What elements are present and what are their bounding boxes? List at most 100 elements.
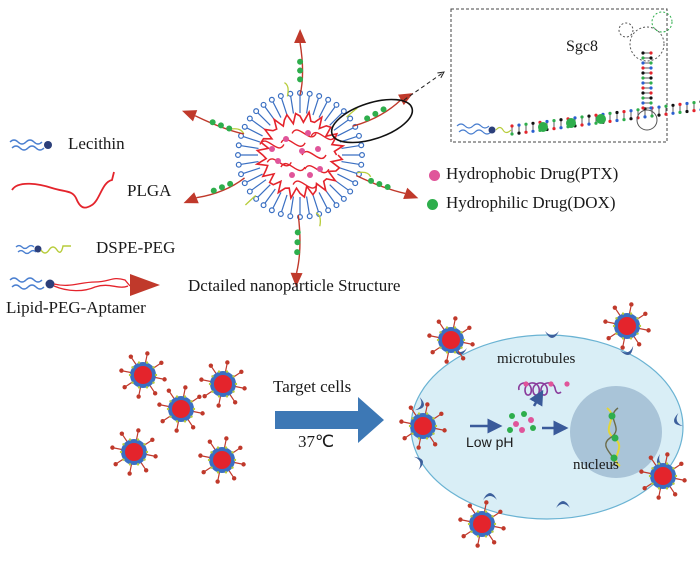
peg-dot [672,467,675,470]
peg-dot [434,424,438,428]
plga-strand [292,180,318,189]
ptx-drug [305,130,311,136]
lipid-head [340,108,347,115]
large-nanoparticle [182,29,419,287]
lipid-head [235,161,242,168]
target-cell [410,334,684,520]
nucleotide [641,91,645,95]
aptamer-head [501,526,506,531]
peg-dot [638,324,642,328]
peg-dot [615,317,618,320]
aptamer-head [119,368,124,373]
nucleotide [580,123,584,127]
peg-dot [657,462,661,465]
peg-dot [231,466,234,469]
dox-drug [297,58,304,65]
dspe-peg-icon [15,244,71,255]
arrow-label-temperature: 37℃ [298,432,335,451]
lipid-head [325,207,332,214]
peg-dot [175,395,179,398]
highlight-ellipse [330,98,414,144]
lipid-tail [312,194,320,215]
nucleotide [649,96,653,100]
peg-dot [169,400,172,403]
aptamer-head [119,431,125,436]
ptx-drug [307,172,313,178]
peg-dot [166,407,170,411]
peg-dot [484,510,488,513]
peg-dot [216,446,220,449]
peg-dot [122,458,125,461]
peg-dot [145,361,149,364]
lecithin-icon [9,139,52,151]
dox-drug [227,180,234,187]
plga-core [125,443,143,461]
receptor [545,331,559,338]
lipid-head [340,195,347,202]
nucleotide [649,61,653,65]
nucleotide [636,108,640,112]
peg-dot [208,382,212,386]
aptamer-head [241,462,246,467]
aptamer-head [143,468,149,473]
lipid-tail [312,95,320,116]
lipid-tail [280,194,288,215]
lipid-tail [271,192,282,211]
zoom-connector-arrow [403,72,444,101]
plga-strand [280,138,306,147]
aptamer-head [127,471,132,476]
peg-dot [453,351,457,354]
nucleotide [641,56,645,60]
plga-strand [304,165,330,174]
aptamer-head [242,386,247,391]
lipid-head [253,195,260,202]
peg-dot [476,510,480,513]
aptamer-head [183,385,188,390]
aptamer-head [484,500,489,505]
nucleotide [517,131,521,135]
nucleotide [657,113,661,117]
plga-core [442,331,460,349]
aptamer-head [197,394,202,400]
aptamer-head [198,453,203,458]
lipid-tail [341,160,362,166]
peg-dot [143,458,146,461]
peg-dot [232,390,235,393]
aptamer-head [603,319,608,324]
aptamer-head [612,305,618,310]
legend [9,139,160,296]
peg-dot [216,471,220,474]
receptor [453,348,467,355]
dox-drug [380,106,387,113]
aptamer-head [470,342,475,347]
aptamer-head [294,29,307,44]
peg-dot [651,482,654,485]
peg-dot [211,390,214,393]
ptx-drug [283,136,289,142]
drug-label-hydrophilic: Hydrophilic Drug(DOX) [446,193,616,212]
receptor [414,397,425,411]
peg-dot [217,395,221,398]
peg-dot [210,466,213,469]
aptamer-head [162,377,167,382]
lipid-head [253,108,260,115]
nucleotide [573,116,577,120]
peg-dot [207,458,211,462]
lipid-tail [318,192,329,211]
nucleotide [692,109,696,113]
aptamer-head [159,360,164,366]
plga-strand [291,129,317,138]
peg-dot [169,415,172,418]
lipid-tail [337,126,356,137]
dox-drug [297,67,304,74]
nucleotide [594,113,598,117]
lipid-head [235,142,242,149]
aptamer-head [442,428,447,433]
peg-dot [128,463,132,466]
peg-dot [470,530,473,533]
aptamer-head [182,110,198,122]
lipid-head [325,96,332,103]
nucleotide [608,111,612,115]
peg-dot [432,417,435,420]
lipid-tail [249,179,267,192]
